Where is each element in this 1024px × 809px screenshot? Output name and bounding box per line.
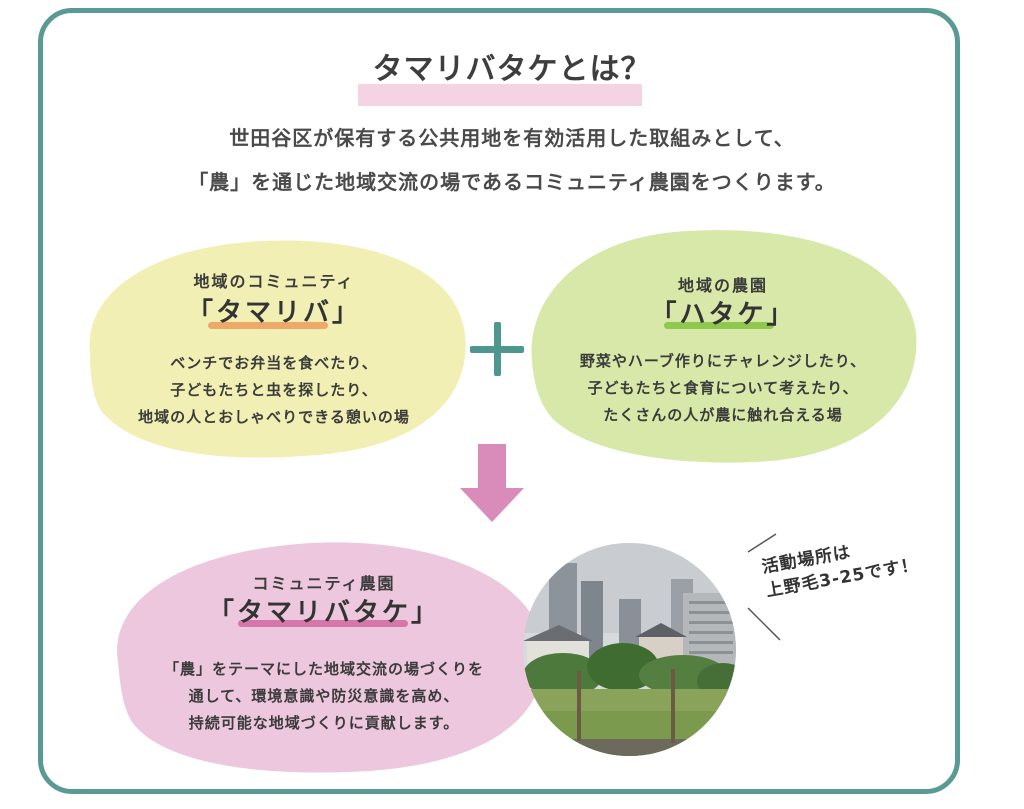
hatake-card: 地域の農園 「ハタケ」 野菜やハーブ作りにチャレンジしたり、 子どもたちと食育に…	[524, 222, 922, 468]
down-arrow-icon	[458, 444, 526, 524]
tamariba-subtitle: 地域のコミュニティ	[193, 272, 355, 291]
tamariba-card: 地域のコミュニティ 「タマリバ」 ベンチでお弁当を食べたり、 子どもたちと虫を探…	[78, 232, 470, 464]
hatake-desc-3: たくさんの人が農に触れ合える場	[603, 406, 843, 424]
title-highlight	[358, 84, 642, 106]
tamaribatake-underline	[238, 620, 408, 627]
hatake-desc-2: 子どもたちと食育について考えたり、	[587, 379, 859, 397]
tamariba-desc-3: 地域の人とおしゃべりできる憩いの場	[138, 408, 410, 426]
lead-line-2: 「農」を通じた地域交流の場であるコミュニティ農園をつくります。	[188, 170, 836, 194]
yellow-blob-shape	[89, 240, 466, 458]
note-lines	[747, 533, 781, 641]
tamariba-underline	[208, 322, 328, 329]
page-title: タマリバタケとは？	[372, 52, 652, 87]
hatake-subtitle: 地域の農園	[677, 276, 768, 295]
hatake-underline	[664, 322, 774, 329]
tamariba-name: 「タマリバ」	[186, 298, 361, 328]
site-photo	[523, 543, 736, 756]
hatake-desc-1: 野菜やハーブ作りにチャレンジしたり、	[579, 352, 867, 370]
green-blob-shape	[531, 230, 917, 463]
plus-icon	[470, 322, 524, 376]
hatake-name: 「ハタケ」	[650, 300, 796, 330]
tamariba-desc-1: ベンチでお弁当を食べたり、	[170, 354, 378, 372]
tamaribatake-subtitle: コミュニティ農園	[252, 574, 396, 593]
pink-blob-shape	[117, 542, 545, 773]
tamaribatake-desc-1: 「農」をテーマにした地域交流の場づくりを	[163, 660, 484, 678]
tamaribatake-desc-3: 持続可能な地域づくりに貢献します。	[188, 714, 460, 732]
tamaribatake-desc-2: 通して、環境意識や防災意識を高め、	[188, 687, 460, 705]
tamaribatake-name: 「タマリバタケ」	[207, 598, 440, 628]
tamariba-desc-2: 子どもたちと虫を探したり、	[170, 381, 378, 399]
tamaribatake-card: コミュニティ農園 「タマリバタケ」 「農」をテーマにした地域交流の場づくりを 通…	[98, 532, 550, 778]
lead-line-1: 世田谷区が保有する公共用地を有効活用した取組みとして、	[229, 126, 795, 150]
